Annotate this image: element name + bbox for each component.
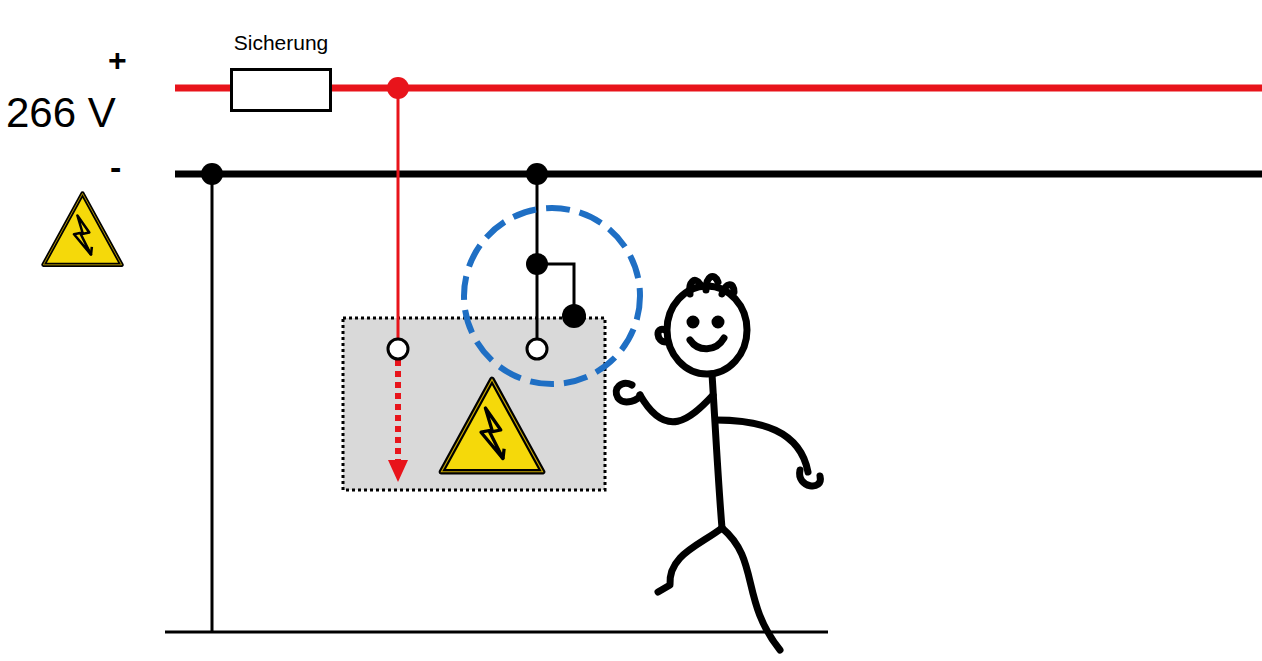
plus-rail xyxy=(330,85,1262,92)
warning-sign xyxy=(441,379,542,471)
plus-rail xyxy=(175,85,232,92)
device-housing xyxy=(343,318,605,490)
junction-dot xyxy=(201,163,223,185)
fuse-symbol: Sicherung xyxy=(230,31,332,112)
stick-figure xyxy=(616,276,820,650)
fault-current-path xyxy=(395,360,401,462)
voltage-label: 266 V xyxy=(6,92,116,134)
fault-arrowhead xyxy=(388,460,408,482)
earth-wire xyxy=(211,174,214,632)
fuse-label: Sicherung xyxy=(234,31,329,54)
highlight-circle xyxy=(464,208,640,384)
minus-rail xyxy=(175,171,1262,178)
polarity-sign: + xyxy=(108,44,127,76)
switch-contact-dot xyxy=(562,304,586,328)
ground-line xyxy=(165,631,828,634)
fuse-body xyxy=(230,68,332,112)
feed-wire xyxy=(397,88,400,338)
polarity-sign: - xyxy=(110,150,121,184)
terminal xyxy=(527,339,547,359)
warning-sign xyxy=(43,193,121,264)
terminal xyxy=(388,339,408,359)
